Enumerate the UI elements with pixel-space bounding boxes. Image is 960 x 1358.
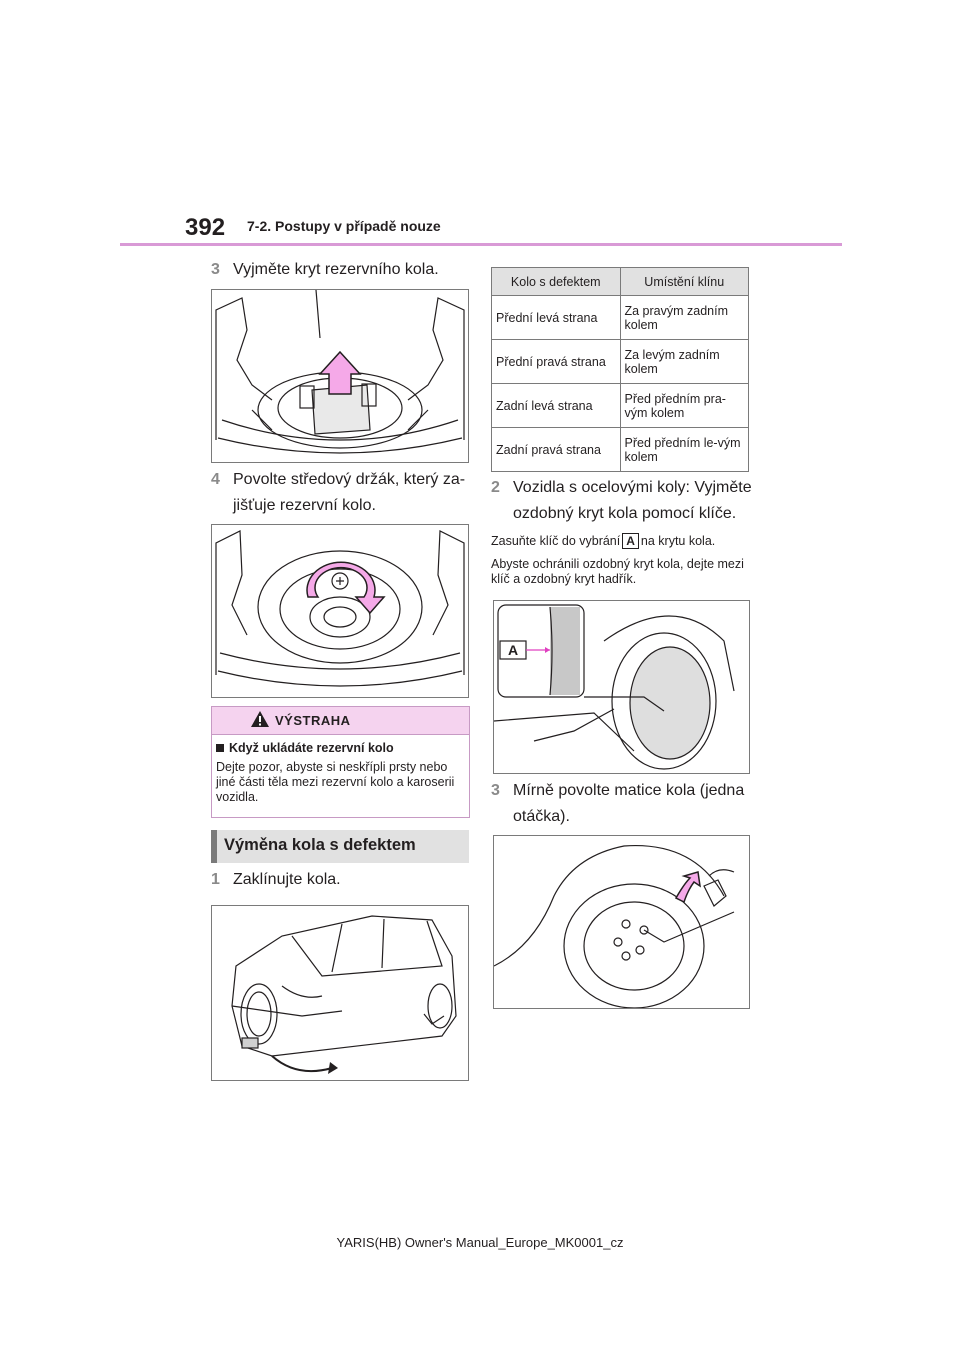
table-row: Přední pravá strana Za levým zadním kole… [491, 339, 749, 384]
heading-bar [211, 830, 217, 863]
step-text: Zaklínujte kola. [233, 871, 341, 888]
step-text-line2: ozdobný kryt kola pomocí klíče. [513, 505, 737, 522]
step-number: 3 [211, 261, 220, 278]
step-text-line1: Vozidla s ocelovými koly: Vyjměte [513, 479, 752, 496]
section-title: 7-2. Postupy v případě nouze [247, 218, 441, 234]
header-rule [120, 243, 842, 246]
table-cell: Za levým zadním kolem [619, 339, 749, 384]
step-text-line1: Mírně povolte matice kola (jedna [513, 782, 745, 799]
step-3-remove-cover: 3 Vyjměte kryt rezervního kola. [211, 257, 439, 283]
table-cell: Před předním le-vým kolem [619, 427, 749, 472]
table-cell: Před předním pra-vým kolem [619, 383, 749, 428]
table-header: Kolo s defektem [491, 267, 621, 296]
table-cell: Zadní levá strana [491, 383, 621, 428]
table-header-row: Kolo s defektem Umístění klínu [491, 267, 749, 296]
page-number: 392 [185, 214, 226, 241]
step-2-remove-hubcap: 2 Vozidla s ocelovými koly: Vyjměte ozdob… [491, 475, 753, 527]
warning-box: VÝSTRAHA Když ukládáte rezervní kolo Dej… [211, 706, 470, 818]
warning-header: VÝSTRAHA [212, 707, 469, 735]
table-row: Přední levá strana Za pravým zadním kole… [491, 295, 749, 340]
warning-body: Dejte pozor, abyste si neskřípli prsty n… [216, 760, 455, 804]
step-3-loosen-nuts: 3 Mírně povolte matice kola (jedna otáčka… [491, 778, 753, 830]
step-1-chock-wheels: 1 Zaklínujte kola. [211, 867, 341, 893]
figure-hubcap-removal: A [493, 600, 750, 774]
step-text: Vyjměte kryt rezervního kola. [233, 261, 439, 278]
note-text-after: na krytu kola. [640, 534, 716, 548]
step-number: 2 [491, 479, 500, 496]
table-cell: Zadní pravá strana [491, 427, 621, 472]
warning-subtitle-text: Když ukládáte rezervní kolo [229, 741, 394, 755]
note-protect-hubcap: Abyste ochránili ozdobný kryt kola, dejt… [491, 557, 744, 586]
footer-manual-id: YARIS(HB) Owner's Manual_Europe_MK0001_c… [336, 1235, 624, 1250]
step-number: 4 [211, 471, 220, 488]
table-header: Umístění klínu [619, 267, 749, 296]
warning-triangle-icon [250, 710, 270, 728]
warning-subtitle: Když ukládáte rezervní kolo [216, 741, 394, 755]
figure-spare-holder [211, 524, 469, 698]
note-text-before: Zasuňte klíč do vybrání [491, 534, 621, 548]
step-text-line1: Povolte středový držák, který za- [233, 471, 466, 488]
step-text-line2: otáčka). [513, 808, 570, 825]
step-text-line2: jišťuje rezervní kolo. [233, 497, 376, 514]
figure-loosen-nuts [493, 835, 750, 1009]
table-row: Zadní pravá strana Před předním le-vým k… [491, 427, 749, 472]
table-row: Zadní levá strana Před předním pra-vým k… [491, 383, 749, 428]
bullet-square-icon [216, 744, 224, 752]
figure-label-a: A [508, 642, 518, 658]
table-cell: Přední levá strana [491, 295, 621, 340]
figure-spare-cover [211, 289, 469, 463]
step-number: 3 [491, 782, 500, 799]
figure-car-chocks [211, 905, 469, 1081]
section-heading: Výměna kola s defektem [211, 830, 469, 863]
chock-location-table: Kolo s defektem Umístění klínu Přední le… [491, 267, 749, 472]
section-heading-text: Výměna kola s defektem [224, 836, 416, 854]
label-a-badge: A [622, 533, 639, 549]
warning-title: VÝSTRAHA [275, 713, 351, 728]
step-4-loosen-holder: 4 Povolte středový držák, který za- jišťu… [211, 467, 469, 519]
table-cell: Přední pravá strana [491, 339, 621, 384]
step-number: 1 [211, 871, 220, 888]
table-cell: Za pravým zadním kolem [619, 295, 749, 340]
